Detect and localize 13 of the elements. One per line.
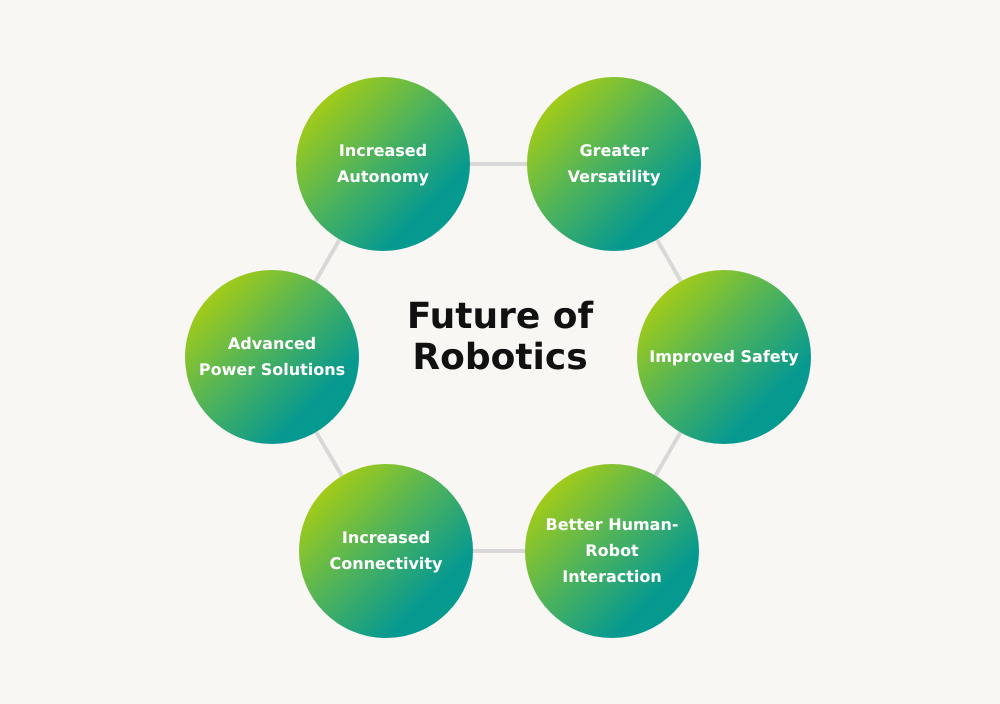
circle-label: Increased Autonomy <box>336 140 430 188</box>
connector-line <box>470 162 527 166</box>
connector-line <box>473 549 525 553</box>
circle-label: Improved Safety <box>649 346 799 368</box>
connector-line <box>314 431 344 477</box>
center-title: Future of Robotics <box>406 296 594 378</box>
connector-line <box>314 238 342 283</box>
circle-label: Increased Connectivity <box>328 527 444 575</box>
connector-line <box>654 431 682 477</box>
circle-label: Greater Versatility <box>566 140 662 188</box>
connector-line <box>655 238 683 282</box>
circle-label: Better Human-Robot Interaction <box>544 514 680 588</box>
circle-label: Advanced Power Solutions <box>198 333 346 381</box>
